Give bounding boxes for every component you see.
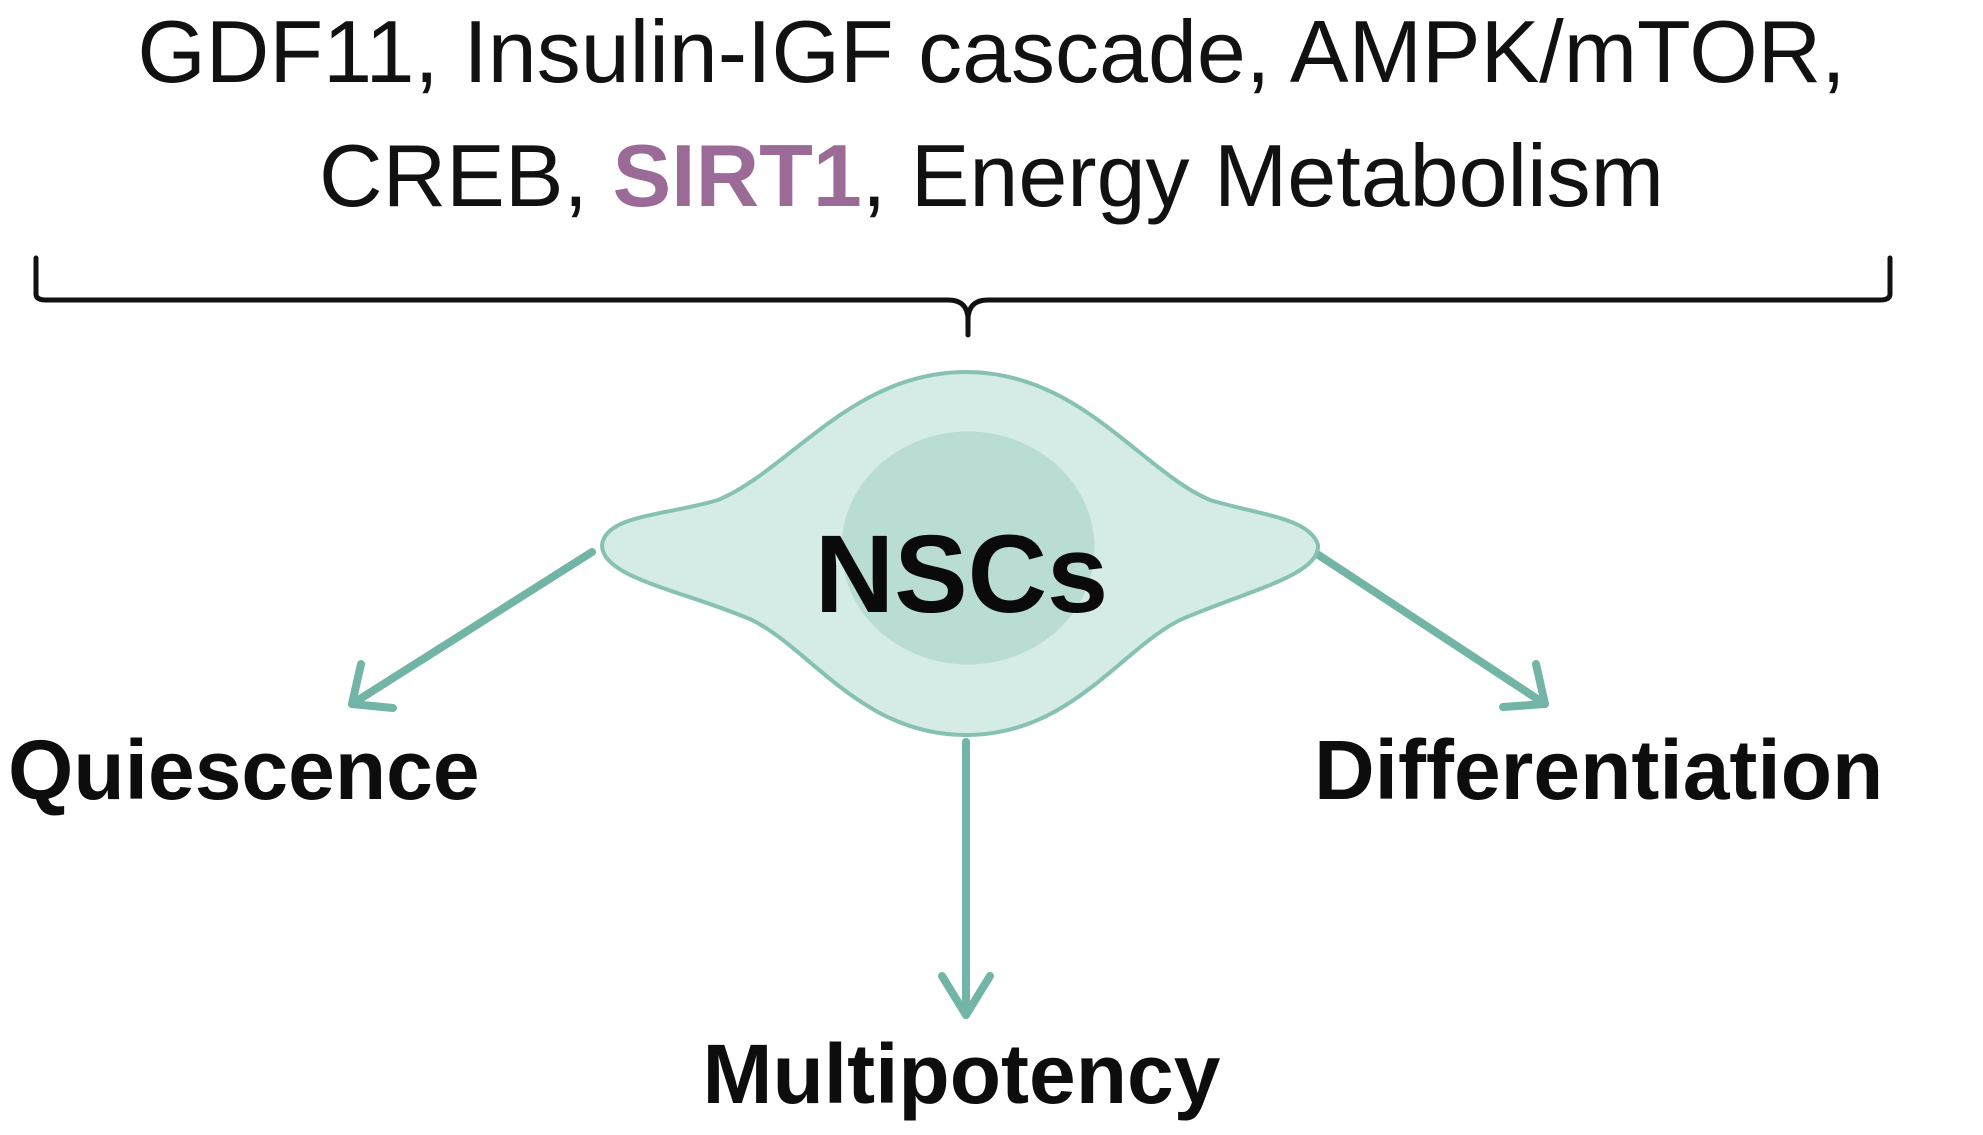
outcome-quiescence: Quiescence bbox=[8, 723, 480, 817]
header-line-2-prefix: CREB, bbox=[319, 126, 613, 225]
arrows bbox=[348, 548, 1549, 1019]
outcome-multipotency: Multipotency bbox=[702, 1027, 1221, 1121]
curly-bracket bbox=[33, 255, 1893, 338]
header-line-2: CREB, SIRT1, Energy Metabolism bbox=[0, 132, 1983, 220]
arrow-to-differentiation-head bbox=[1499, 660, 1549, 711]
header-line-1: GDF11, Insulin-IGF cascade, AMPK/mTOR, bbox=[137, 2, 1846, 101]
arrow-to-quiescence-head bbox=[348, 660, 397, 712]
header-line-2-suffix: , Energy Metabolism bbox=[861, 126, 1664, 225]
arrow-to-multipotency-head bbox=[938, 972, 994, 1019]
nsc-label: NSCs bbox=[814, 513, 1109, 636]
arrow-to-differentiation-shaft bbox=[1310, 548, 1549, 708]
arrow-to-quiescence-shaft bbox=[348, 548, 596, 708]
sirt1-highlight: SIRT1 bbox=[612, 126, 862, 225]
nsc-nucleus bbox=[838, 428, 1098, 668]
outcome-differentiation: Differentiation bbox=[1314, 723, 1884, 817]
